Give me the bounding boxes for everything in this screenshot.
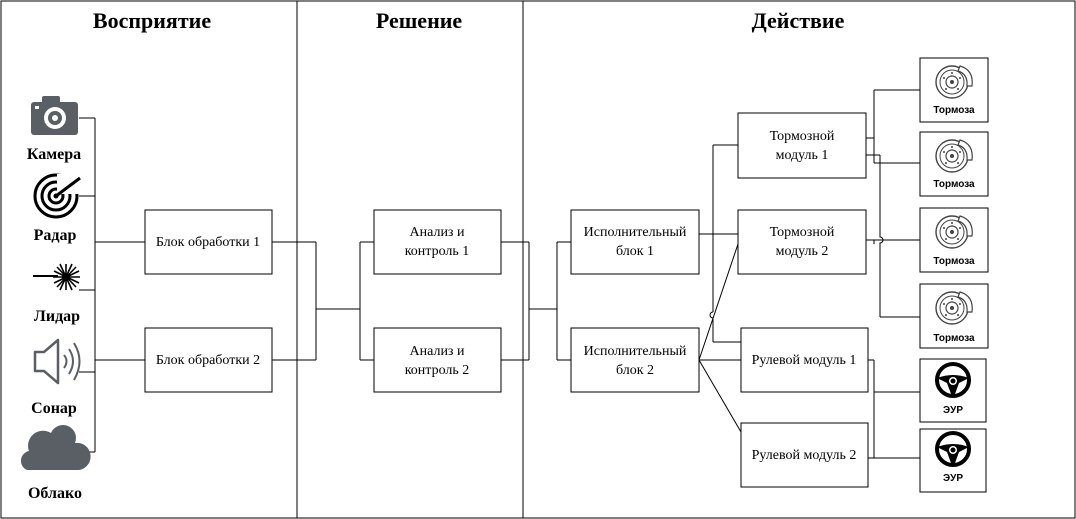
brake-module-label-line2: модуль 1 <box>776 148 829 163</box>
brake-module-label-line1: Тормозной <box>770 225 835 240</box>
actuator-label: ЭУР <box>943 405 963 416</box>
brake-module-1: Тормозной модуль 1 <box>737 112 867 179</box>
analysis-block-2: Анализ и контроль 2 <box>373 327 502 393</box>
sonar-icon <box>33 338 81 385</box>
processing-block-2: Блок обработки 2 <box>144 327 273 393</box>
sensor-label-camera: Камера <box>27 146 81 163</box>
processing-block-label: Блок обработки 2 <box>156 353 260 368</box>
processing-block-label: Блок обработки 1 <box>156 235 260 250</box>
brake-module-2: Тормозной модуль 2 <box>737 209 867 275</box>
executive-block-2: Исполнительный блок 2 <box>570 327 700 393</box>
cloud-icon <box>20 425 91 470</box>
sensor-label-sonar: Сонар <box>31 400 77 417</box>
connections <box>79 89 920 459</box>
actuator-eur-1: ЭУР <box>919 358 987 423</box>
steering-module-label: Рулевой модуль 2 <box>752 448 857 463</box>
actuator-label: Тормоза <box>933 179 975 190</box>
analysis-block-1: Анализ и контроль 1 <box>373 209 502 275</box>
analysis-label-line2: контроль 2 <box>405 363 470 378</box>
actuator-brake-1: Тормоза <box>919 57 989 123</box>
brake-module-label-line2: модуль 2 <box>776 244 829 259</box>
steering-module-label: Рулевой модуль 1 <box>752 353 857 368</box>
radar-icon <box>33 173 81 219</box>
steering-module-1: Рулевой модуль 1 <box>740 327 869 393</box>
executive-label-line1: Исполнительный <box>584 344 687 359</box>
analysis-label-line1: Анализ и <box>410 344 465 359</box>
section-title-action: Действие <box>752 8 845 33</box>
executive-label-line1: Исполнительный <box>584 225 687 240</box>
executive-block-1: Исполнительный блок 1 <box>570 209 700 275</box>
section-title-decision: Решение <box>376 8 463 33</box>
brake-module-label-line1: Тормозной <box>770 129 835 144</box>
sensor-label-radar: Радар <box>34 227 77 244</box>
section-title-perception: Восприятие <box>93 8 211 33</box>
steering-module-2: Рулевой модуль 2 <box>740 422 869 488</box>
analysis-label-line2: контроль 1 <box>405 244 470 259</box>
actuator-label: Тормоза <box>933 333 975 344</box>
sensor-label-cloud: Облако <box>28 485 82 502</box>
sensor-label-lidar: Лидар <box>34 308 80 325</box>
analysis-label-line1: Анализ и <box>410 225 465 240</box>
actuator-label: Тормоза <box>933 105 975 116</box>
actuator-label: Тормоза <box>933 256 975 267</box>
actuator-label: ЭУР <box>943 473 963 484</box>
executive-label-line2: блок 2 <box>616 363 654 378</box>
processing-block-1: Блок обработки 1 <box>144 209 273 275</box>
lidar-icon <box>33 263 80 291</box>
actuator-brake-2: Тормоза <box>919 131 989 197</box>
actuator-eur-2: ЭУР <box>919 428 987 493</box>
camera-icon <box>31 96 78 135</box>
executive-label-line2: блок 1 <box>616 244 654 259</box>
actuator-brake-4: Тормоза <box>919 283 989 349</box>
actuator-brake-3: Тормоза <box>919 207 989 273</box>
